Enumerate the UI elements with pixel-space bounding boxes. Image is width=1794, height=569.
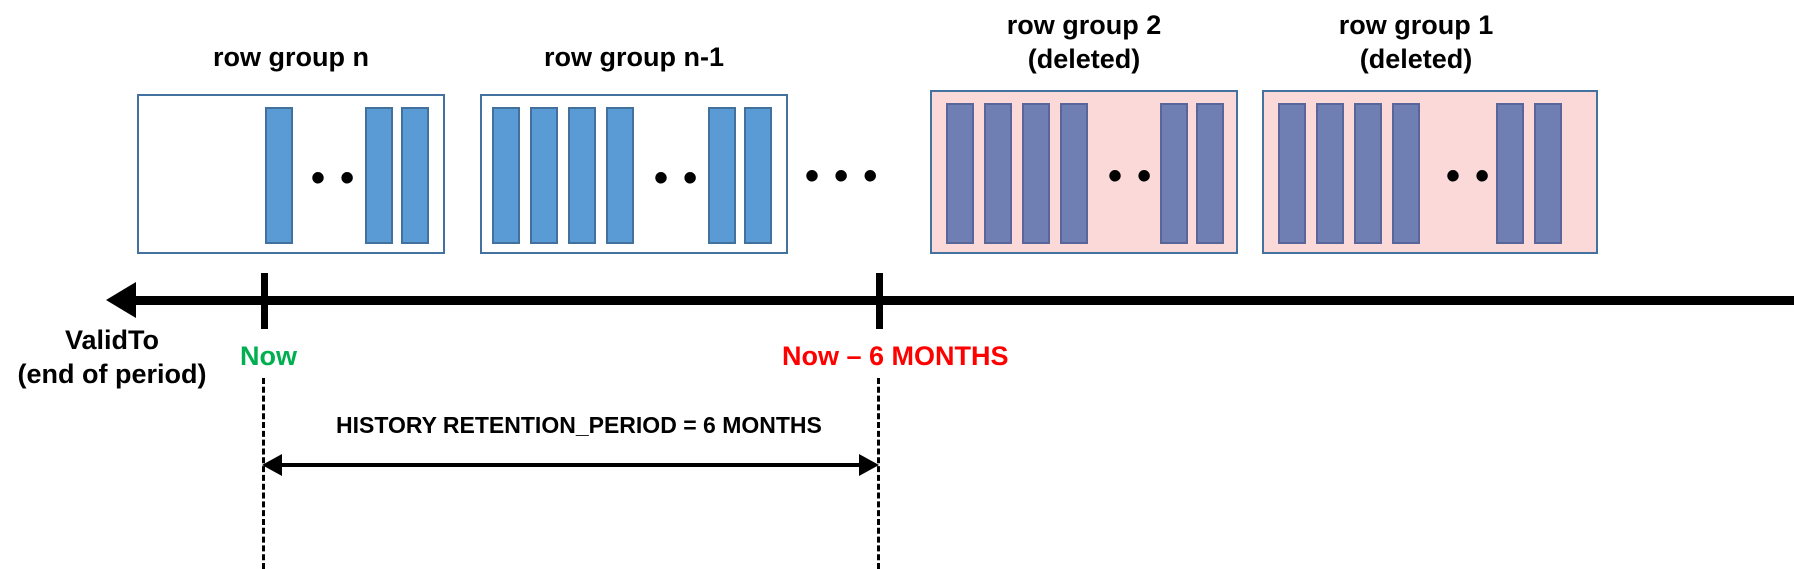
retention-arrow-left xyxy=(262,454,282,476)
column-segment-bar xyxy=(1534,103,1562,244)
column-segment-bar xyxy=(265,107,293,244)
timeline-tick-cutoff xyxy=(876,273,883,329)
row-group-box-2[interactable]: • • • xyxy=(930,90,1238,254)
column-segment-bar xyxy=(1496,103,1524,244)
marker-label-now: Now xyxy=(240,341,297,371)
timeline-arrowhead xyxy=(106,282,136,318)
row-group-title-1: row group 1 (deleted) xyxy=(1338,10,1494,74)
column-segment-bar xyxy=(984,103,1012,244)
column-segment-bar xyxy=(708,107,736,244)
column-segment-bar xyxy=(1022,103,1050,244)
row-group-box-n-1[interactable]: • • • xyxy=(480,94,788,254)
column-segment-bar xyxy=(401,107,429,244)
timeline-axis xyxy=(134,296,1794,305)
retention-arrow-right xyxy=(859,454,879,476)
row-group-title-2: row group 2 (deleted) xyxy=(1006,10,1162,74)
column-segment-bar xyxy=(1160,103,1188,244)
column-segment-bar xyxy=(1278,103,1306,244)
column-segment-bar xyxy=(1196,103,1224,244)
row-group-title-n-1: row group n-1 xyxy=(544,42,724,72)
column-segment-bar xyxy=(606,107,634,244)
column-segment-bar xyxy=(946,103,974,244)
column-segment-bar xyxy=(492,107,520,244)
row-group-title-n: row group n xyxy=(213,42,369,72)
retention-span-line xyxy=(280,463,861,467)
column-segment-bar xyxy=(1392,103,1420,244)
row-group-box-n[interactable]: • • • xyxy=(137,94,445,254)
timeline-tick-now xyxy=(261,273,268,329)
row-group-box-1[interactable]: • • • xyxy=(1262,90,1598,254)
column-segment-bar xyxy=(568,107,596,244)
column-segment-bar xyxy=(1354,103,1382,244)
column-segment-bar xyxy=(530,107,558,244)
retention-period-label: HISTORY RETENTION_PERIOD = 6 MONTHS xyxy=(336,412,822,438)
column-segment-bar xyxy=(1060,103,1088,244)
column-segment-bar xyxy=(744,107,772,244)
column-segment-bar xyxy=(365,107,393,244)
marker-label-cutoff: Now – 6 MONTHS xyxy=(782,341,1009,371)
axis-caption: ValidTo (end of period) xyxy=(17,325,207,389)
column-segment-bar xyxy=(1316,103,1344,244)
